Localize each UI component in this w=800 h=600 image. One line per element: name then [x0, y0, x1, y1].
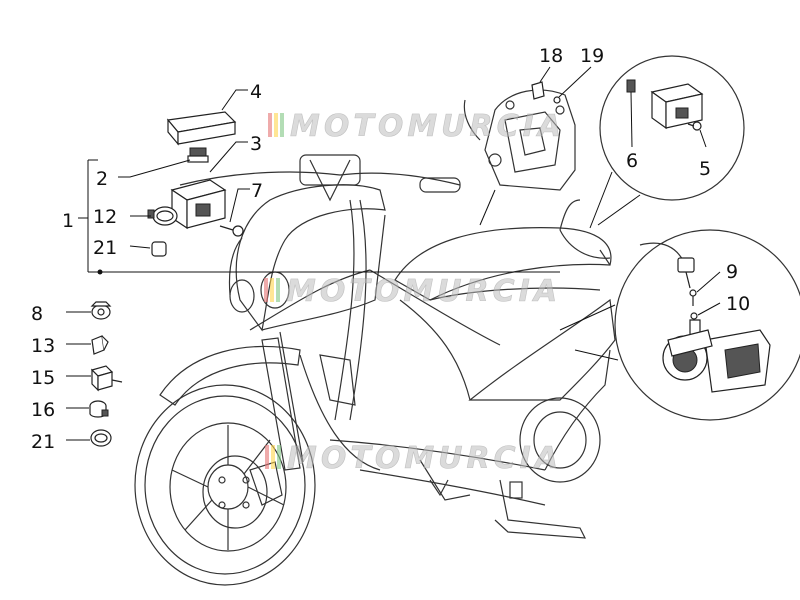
- label-part-6: 6: [626, 150, 638, 172]
- label-part-4: 4: [250, 81, 262, 103]
- watermark-text-bottom: MOTOMURCIA: [287, 441, 562, 476]
- part-18-bracket: [531, 81, 545, 100]
- part-8-cable-holder: [90, 301, 112, 320]
- label-part-16: 16: [31, 399, 55, 421]
- label-part-10: 10: [726, 293, 750, 315]
- leader-circle1-b: [597, 194, 641, 226]
- leader-circle2-a: [559, 304, 616, 331]
- detail-circle-fusebox: [599, 55, 745, 201]
- leader-circle1-a: [589, 171, 613, 229]
- label-part-18: 18: [539, 45, 563, 67]
- label-part-15: 15: [31, 367, 55, 389]
- label-part-7: 7: [251, 180, 263, 202]
- label-part-21-lower: 21: [31, 431, 55, 453]
- part-4-fuse-cover: [166, 111, 237, 146]
- part-16-grommet: [89, 400, 109, 418]
- label-part-19: 19: [580, 45, 604, 67]
- part-21-connector-upper: [151, 241, 167, 257]
- label-part-13: 13: [31, 335, 55, 357]
- label-part-1: 1: [62, 210, 74, 232]
- watermark-text-top: MOTOMURCIA: [290, 109, 565, 144]
- detail-circle-throttle-body: [614, 229, 800, 421]
- part-21-clamp-lower: [90, 429, 112, 447]
- label-part-2: 2: [96, 168, 108, 190]
- label-part-8: 8: [31, 303, 43, 325]
- part-12-clamp: [147, 206, 178, 226]
- label-part-3: 3: [250, 133, 262, 155]
- dashboard-bracket-detail: [463, 89, 576, 226]
- watermark-middle: MOTOMURCIA: [264, 274, 561, 309]
- part-19-screw: [553, 96, 561, 104]
- watermark-top: MOTOMURCIA: [268, 109, 565, 144]
- watermark-text-middle: MOTOMURCIA: [286, 274, 561, 309]
- part-13-clip: [91, 335, 109, 355]
- leader-circle2-b: [574, 349, 619, 361]
- part-7-screw: [219, 225, 244, 237]
- part-number-labels: 4 3 2 7 12 1 21 8 13 15 16 21 18 19 6 5 …: [31, 45, 750, 453]
- watermark-group: MOTOMURCIA MOTOMURCIA MOTOMURCIA: [264, 109, 565, 476]
- group-1-bracket: [78, 159, 560, 275]
- label-part-12: 12: [93, 206, 117, 228]
- part-3-fuse: [187, 147, 209, 163]
- label-part-21-upper: 21: [93, 237, 117, 259]
- leader-lines: [66, 66, 721, 441]
- part-15-relay: [90, 365, 123, 392]
- watermark-bottom: MOTOMURCIA: [265, 441, 562, 476]
- label-part-5: 5: [699, 158, 711, 180]
- label-part-9: 9: [726, 261, 738, 283]
- fuse-box: [170, 179, 227, 230]
